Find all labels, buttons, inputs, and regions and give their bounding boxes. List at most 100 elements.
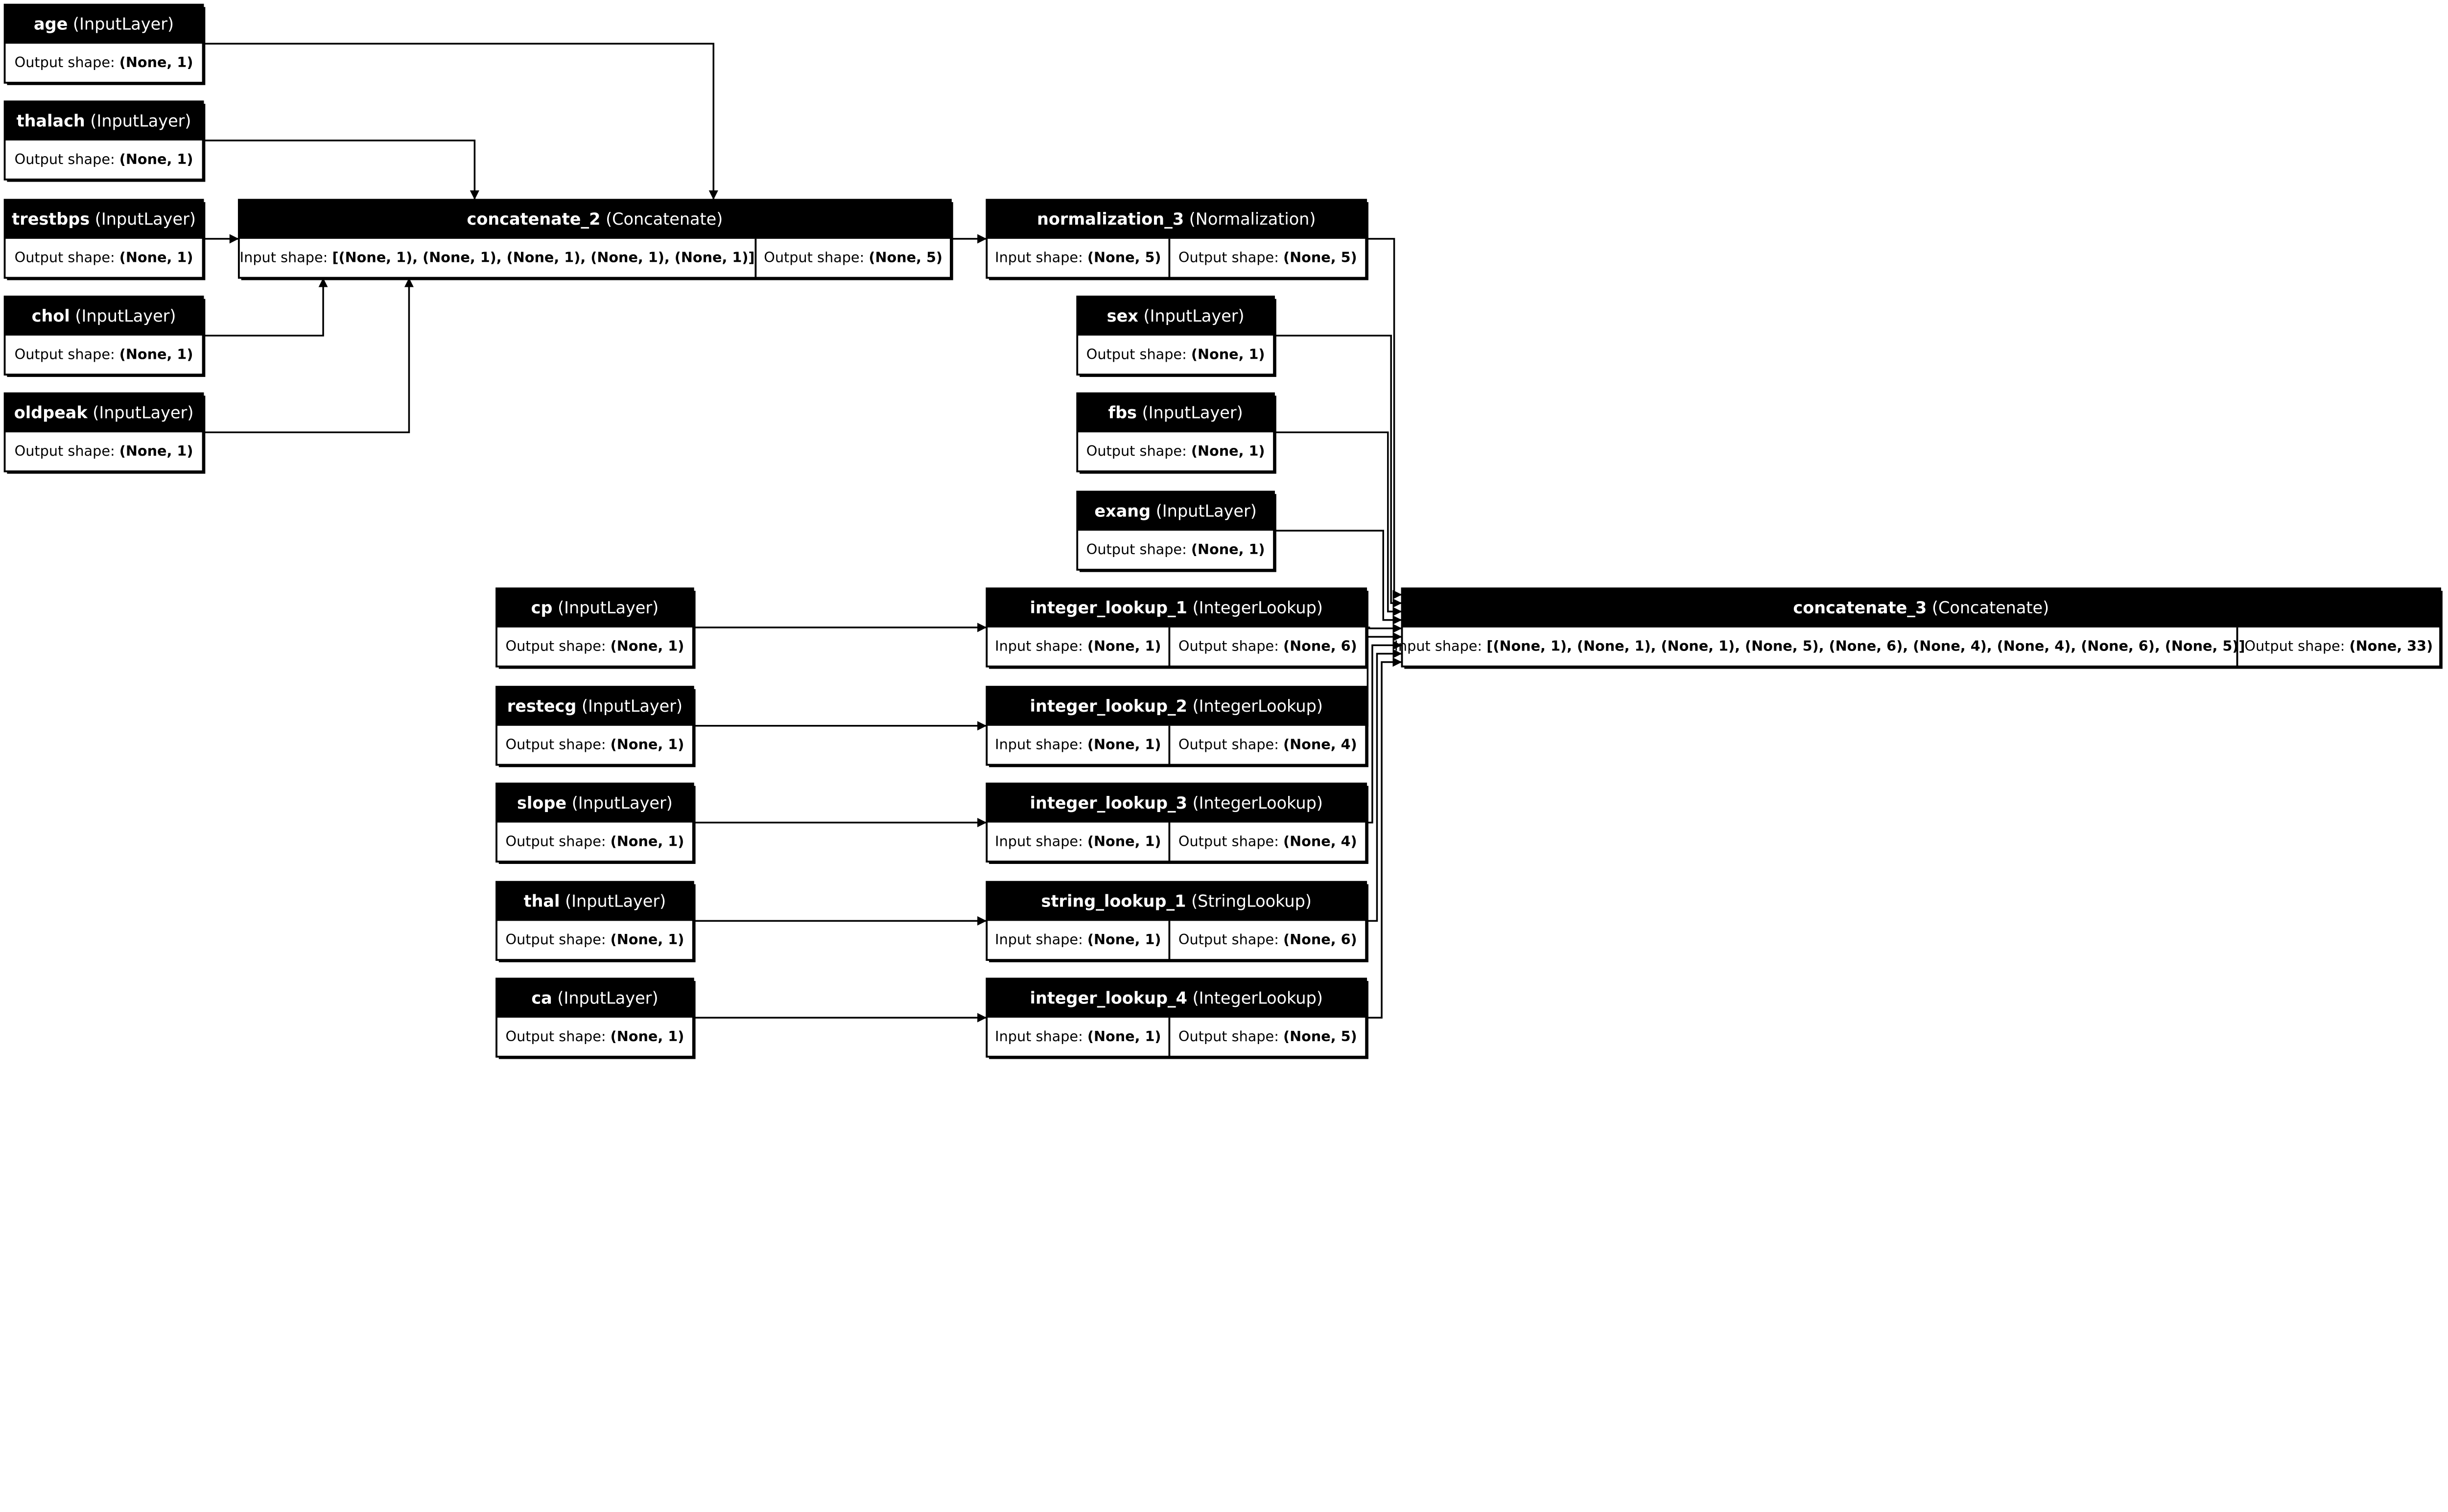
spacer	[552, 598, 558, 617]
output-shape-label: Output shape:	[15, 151, 119, 167]
output-shape-value: (None, 1)	[119, 442, 193, 459]
node-header	[987, 687, 1366, 726]
output-shape-label: Output shape:	[1086, 541, 1191, 558]
node-header	[4, 101, 203, 140]
node-title: integer_lookup_1 (IntegerLookup)	[1030, 598, 1323, 617]
output-shape: Output shape: (None, 1)	[15, 54, 193, 70]
input-shape-value: (None, 5)	[1087, 249, 1161, 266]
output-shape-label: Output shape:	[764, 249, 869, 266]
layer-type: (InputLayer)	[1144, 306, 1245, 326]
layer-name: integer_lookup_2	[1030, 697, 1187, 716]
spacer	[1186, 892, 1191, 911]
layer-type: (InputLayer)	[90, 111, 191, 130]
output-shape-label: Output shape:	[1178, 249, 1283, 266]
input-shape-label: Input shape:	[1394, 638, 1486, 654]
layer-node-string_lookup_1: string_lookup_1 (StringLookup)Input shap…	[986, 881, 1368, 962]
layer-name: oldpeak	[14, 403, 88, 422]
edge-integer_lookup_4-to-concatenate_3	[1366, 657, 1402, 1019]
node-header	[4, 296, 203, 336]
node-header	[987, 588, 1366, 628]
output-shape-label: Output shape:	[506, 736, 611, 753]
layer-name: normalization_3	[1037, 209, 1184, 229]
layer-node-thal: thal (InputLayer)Output shape: (None, 1)	[495, 881, 696, 962]
output-shape-value: (None, 33)	[2350, 638, 2433, 654]
output-shape: Output shape: (None, 1)	[506, 1028, 684, 1045]
node-title: concatenate_3 (Concatenate)	[1793, 598, 2049, 617]
output-shape-label: Output shape:	[506, 1028, 611, 1045]
node-title: age (InputLayer)	[34, 15, 174, 34]
layer-type: (Normalization)	[1189, 209, 1316, 229]
node-title: sex (InputLayer)	[1107, 306, 1245, 326]
input-shape: Input shape: (None, 1)	[995, 736, 1161, 753]
node-title: oldpeak (InputLayer)	[14, 403, 194, 422]
output-shape-label: Output shape:	[506, 638, 611, 654]
edge-age-to-concatenate_2	[203, 43, 718, 200]
layer-node-cp: cp (InputLayer)Output shape: (None, 1)	[495, 587, 696, 669]
output-shape-value: (None, 1)	[1191, 442, 1265, 459]
spacer	[560, 892, 565, 911]
output-shape-label: Output shape:	[1178, 833, 1283, 849]
node-title: integer_lookup_3 (IntegerLookup)	[1030, 793, 1323, 813]
output-shape: Output shape: (None, 1)	[1086, 541, 1265, 558]
output-shape-value: (None, 1)	[119, 346, 193, 362]
layer-type: (InputLayer)	[75, 306, 176, 326]
edge-chol-to-concatenate_2	[203, 278, 328, 337]
node-header	[496, 882, 693, 921]
node-header	[238, 200, 951, 239]
input-shape: Input shape: (None, 5)	[995, 249, 1161, 266]
output-shape: Output shape: (None, 4)	[1178, 736, 1357, 753]
edge-integer_lookup_3-to-concatenate_3	[1366, 640, 1402, 824]
node-header	[987, 783, 1366, 823]
layer-node-slope: slope (InputLayer)Output shape: (None, 1…	[495, 782, 696, 864]
layer-type: (InputLayer)	[557, 988, 658, 1007]
layer-name: restecg	[507, 697, 577, 716]
node-title: integer_lookup_2 (IntegerLookup)	[1030, 697, 1323, 716]
spacer	[68, 15, 73, 34]
node-header	[4, 4, 203, 44]
input-shape-label: Input shape:	[995, 249, 1087, 266]
layer-type: (IntegerLookup)	[1193, 793, 1323, 813]
layer-name: chol	[32, 306, 70, 326]
layer-name: sex	[1107, 306, 1139, 326]
node-header	[496, 687, 693, 726]
layer-node-integer_lookup_1: integer_lookup_1 (IntegerLookup) Input sh…	[986, 587, 1368, 669]
node-title: cp (InputLayer)	[531, 598, 659, 617]
output-shape: Output shape: (None, 1)	[1086, 442, 1265, 459]
layer-type: (IntegerLookup)	[1193, 697, 1323, 716]
output-shape-value: (None, 1)	[1191, 346, 1265, 362]
node-header	[987, 882, 1366, 921]
node-title: exang (InputLayer)	[1094, 501, 1256, 520]
input-shape-value: (None, 1)	[1087, 736, 1161, 753]
spacer	[1187, 598, 1193, 617]
spacer	[566, 793, 572, 813]
output-shape-value: (None, 5)	[869, 249, 942, 266]
node-header	[496, 783, 693, 823]
node-header	[496, 588, 693, 628]
output-shape-value: (None, 1)	[119, 151, 193, 167]
output-shape-value: (None, 1)	[611, 736, 684, 753]
layer-name: age	[34, 15, 68, 34]
layer-node-integer_lookup_4: integer_lookup_4 (IntegerLookup)Input sh…	[986, 977, 1368, 1059]
spacer	[1187, 988, 1193, 1007]
layer-node-age: age (InputLayer) Output shape: (None, 1)	[3, 3, 206, 85]
input-shape-value: [(None, 1), (None, 1), (None, 1), (None,…	[1486, 638, 2245, 654]
layer-type: (IntegerLookup)	[1193, 988, 1323, 1007]
layer-type: (InputLayer)	[582, 697, 683, 716]
output-shape-label: Output shape:	[506, 931, 611, 948]
input-shape: Input shape: (None, 1)	[995, 931, 1161, 948]
layer-name: concatenate_3	[1793, 598, 1927, 617]
input-shape: Input shape: (None, 1)	[995, 833, 1161, 849]
node-header	[1077, 393, 1274, 433]
output-shape: Output shape: (None, 1)	[506, 833, 684, 849]
node-header	[987, 978, 1366, 1018]
layer-node-concatenate_2: concatenate_2 (Concatenate)Input shape: …	[237, 199, 953, 280]
node-header	[496, 978, 693, 1018]
layer-node-restecg: restecg (InputLayer) Output shape: (None,…	[495, 686, 696, 768]
output-shape: Output shape: (None, 1)	[506, 736, 684, 753]
input-shape-value: (None, 1)	[1087, 931, 1161, 948]
edge-string_lookup_1-to-concatenate_3	[1366, 649, 1402, 922]
output-shape-label: Output shape:	[506, 833, 611, 849]
input-shape: Input shape: (None, 1)	[995, 638, 1161, 654]
input-shape-value: (None, 1)	[1087, 638, 1161, 654]
node-header	[987, 200, 1366, 239]
